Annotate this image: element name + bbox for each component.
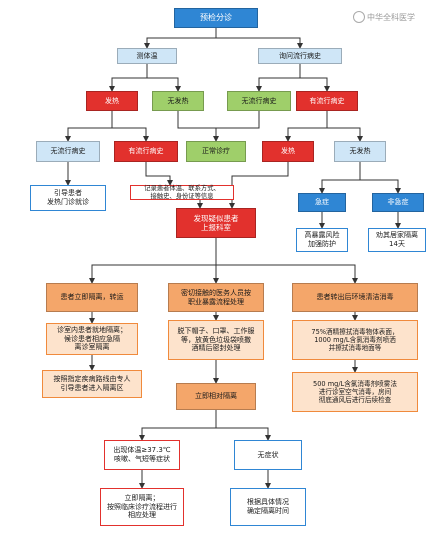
onsite-isolation-node: 诊室内患者就地隔离； 候诊患者相应急隔 离诊室隔离 (46, 323, 138, 355)
line-temp-right (147, 77, 181, 92)
line-ask-right (300, 77, 330, 92)
no-epi-history-node-b: 无流行病史 (227, 91, 291, 111)
line-suspect (89, 238, 217, 284)
guide-fever-clinic-node: 引导患者 发热门诊就诊 (30, 185, 106, 211)
has-epi-history-node-b: 有流行病史 (296, 91, 358, 111)
no-fever-node-b: 无发热 (334, 141, 386, 162)
isolate-transfer-node: 患者立即隔离，转运 (46, 283, 138, 312)
normal-treatment-node: 正常诊疗 (186, 141, 246, 162)
watermark-text: 中华全科医学 (367, 12, 415, 22)
record-info-node: 记录患者体温、联系方式、 接触史、身份证等信息 (130, 185, 234, 200)
staff-exposure-node: 密切接触的医务人员按 职业暴露流程处理 (168, 283, 264, 312)
ask-history-node: 询问流行病史 (258, 48, 342, 64)
non-urgent-node: 非急症 (372, 193, 424, 212)
urgent-node: 急症 (298, 193, 346, 212)
home-isolation-node: 劝其居家隔离 14天 (368, 228, 426, 252)
fever-node-a: 发热 (86, 91, 138, 111)
line-start (144, 28, 217, 49)
line-nofeverb (319, 162, 361, 194)
line-hasepi-b (285, 111, 328, 142)
line-c2-3 (139, 410, 217, 441)
line-hasepi-b-right (327, 127, 363, 142)
line-temp (109, 64, 148, 92)
line-fever-a-right (112, 127, 149, 142)
start-node: 预检分诊 (174, 8, 258, 28)
relative-isolation-node: 立即相对隔离 (176, 383, 256, 410)
no-fever-node-a: 无发热 (152, 91, 204, 111)
no-epi-history-node-a: 无流行病史 (36, 141, 100, 162)
surface-disinfect-node: 75%酒精擦拭消毒物体表面， 1000 mg/L含氯消毒剂喷洒 并擦拭消毒地面等 (292, 320, 418, 360)
line-nofeverb-right (360, 179, 401, 194)
logo-icon (353, 11, 365, 23)
line-start-right (216, 37, 303, 49)
watermark-logo: 中华全科医学 (353, 11, 415, 23)
decide-isolation-time-node: 根据具体情况 确定隔离时间 (230, 488, 306, 526)
line-hasepi-record (145, 162, 173, 186)
line-ask (256, 64, 301, 92)
line-noepi-normal (216, 111, 260, 129)
line-feverb-suspect (229, 162, 289, 209)
fever-node-b: 发热 (262, 141, 314, 162)
guided-route-node: 按照指定疾病路线由专人 引导患者进入隔离区 (42, 370, 142, 398)
remove-gear-node: 脱下帽子、口罩、工作服 等，放黄色垃圾袋喷撒 酒精后密封处理 (168, 320, 264, 360)
line-c2-3-right (216, 427, 271, 441)
has-epi-history-node-a: 有流行病史 (114, 141, 178, 162)
high-risk-protection-node: 高暴露风险 加强防护 (296, 228, 348, 252)
line-suspect-right (216, 264, 358, 284)
line-nofever-normal (177, 111, 219, 142)
isolate-now-node: 立即隔离； 按照临床诊疗流程进行 相应处理 (100, 488, 184, 526)
no-symptom-node: 无症状 (234, 440, 302, 470)
line-fever-a (65, 111, 113, 142)
symptom-node: 出现体温≥37.3℃ 咳嗽、气短等症状 (104, 440, 180, 470)
air-disinfect-node: 500 mg/L含氯消毒剂喷雾法 进行诊室空气消毒，房间 彻底通风后进行后续检查 (292, 372, 418, 412)
environment-disinfect-node: 患者转出后环境清洁消毒 (292, 283, 418, 312)
measure-temp-node: 测体温 (117, 48, 177, 64)
suspect-report-node: 发现疑似患者 上报科室 (176, 208, 256, 238)
